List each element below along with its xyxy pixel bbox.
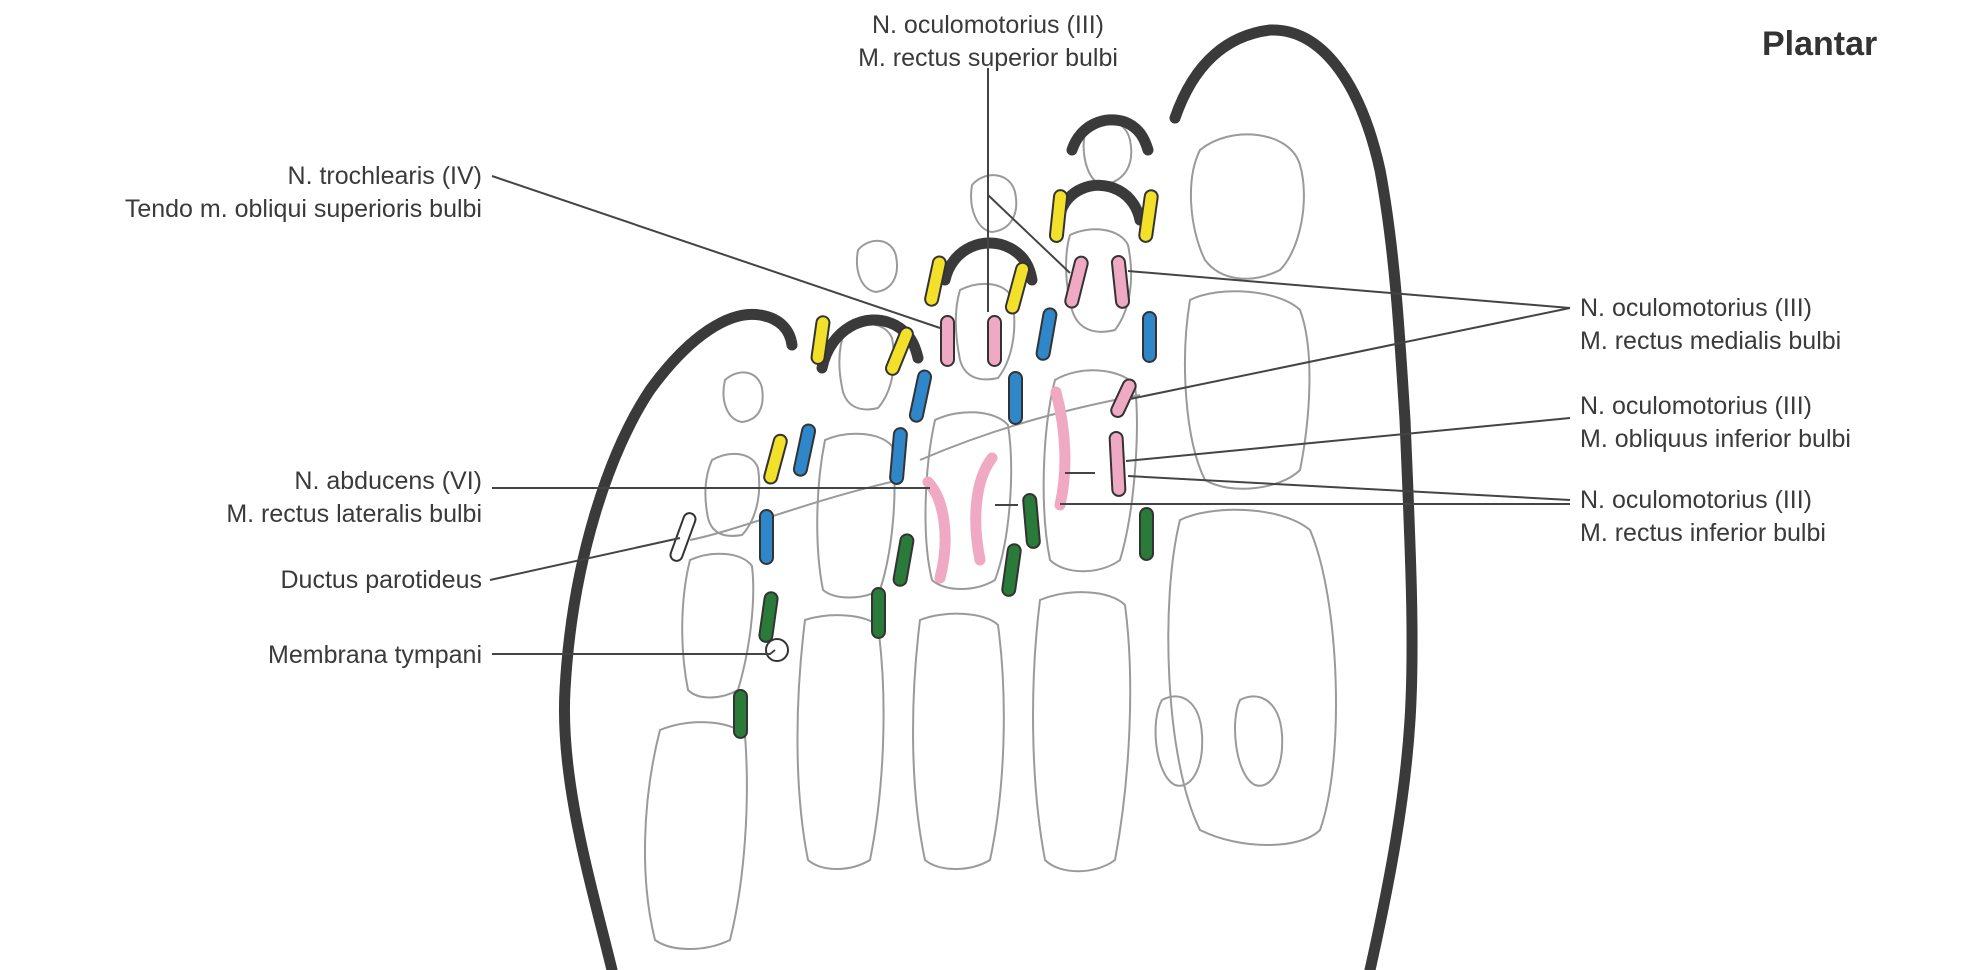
view-title: Plantar	[1762, 25, 1877, 63]
bone-toe5-metatarsal	[645, 722, 747, 949]
yellow-marks	[763, 189, 1159, 485]
toe3-nail	[1060, 185, 1140, 220]
leader-trochlearis	[492, 176, 940, 328]
blue-mark	[1036, 307, 1058, 360]
bone-big-toe-proximal	[1185, 291, 1309, 488]
blue-mark	[1009, 372, 1022, 424]
leader-membrana	[492, 650, 775, 654]
label-trochlearis-1: N. trochlearis (IV)	[288, 162, 482, 190]
label-oculomotorius-medialis-2: M. rectus medialis bulbi	[1580, 327, 1841, 355]
bone-toe5-proximal	[682, 554, 753, 698]
reflex-zone-marks	[669, 189, 1159, 738]
pink-mark	[988, 316, 1001, 366]
label-trochlearis-2: Tendo m. obliqui superioris bulbi	[125, 195, 482, 223]
bone-toe3-distal	[971, 175, 1016, 232]
label-oculomotorius-superior-2: M. rectus superior bulbi	[858, 44, 1118, 72]
bone-big-toe-metatarsal	[1168, 510, 1336, 845]
green-mark	[1140, 508, 1153, 560]
label-oculomotorius-obliquus-1: N. oculomotorius (III)	[1580, 392, 1812, 420]
label-oculomotorius-obliquus-2: M. obliquus inferior bulbi	[1580, 425, 1851, 453]
pink-mark	[1111, 255, 1129, 308]
label-abducens-1: N. abducens (VI)	[294, 467, 482, 495]
label-ductus: Ductus parotideus	[280, 566, 482, 594]
bone-sesamoid-1	[1156, 696, 1203, 785]
green-mark	[734, 690, 747, 738]
yellow-mark	[1138, 189, 1158, 242]
label-oculomotorius-inferior-1: N. oculomotorius (III)	[1580, 486, 1812, 514]
pink-mark-curved-fill	[976, 458, 992, 560]
blue-mark	[793, 423, 817, 477]
blue-mark	[760, 510, 773, 564]
pink-mark-curved-fill	[1056, 392, 1065, 505]
label-oculomotorius-medialis-1: N. oculomotorius (III)	[1580, 294, 1812, 322]
blue-mark	[890, 428, 908, 485]
pink-mark	[941, 316, 954, 366]
bone-toe4-metatarsal	[797, 615, 883, 869]
label-oculomotorius-inferior-2: M. rectus inferior bulbi	[1580, 519, 1826, 547]
yellow-mark	[1049, 190, 1067, 243]
pink-mark	[1109, 432, 1125, 497]
white-mark	[669, 511, 697, 562]
label-abducens-2: M. rectus lateralis bulbi	[226, 500, 482, 528]
bone-sesamoid-2	[1235, 696, 1282, 785]
blue-mark	[1143, 312, 1156, 362]
membrana-circle	[766, 639, 788, 661]
bone-toe5-distal	[724, 372, 763, 422]
green-mark	[1023, 493, 1041, 548]
blue-mark	[909, 369, 933, 423]
crease-2	[920, 395, 1140, 460]
green-mark	[759, 591, 779, 642]
leader-medialis-1	[1128, 271, 1570, 308]
bone-big-toe-distal	[1191, 134, 1304, 278]
bone-toe3-middle	[956, 284, 1014, 380]
label-oculomotorius-superior-1: N. oculomotorius (III)	[872, 11, 1104, 39]
green-mark	[893, 533, 915, 586]
pink-mark-curved-fill	[928, 482, 945, 578]
leader-medialis-2	[1130, 308, 1570, 399]
bone-toe4-proximal	[817, 434, 894, 598]
bone-toe2-metatarsal	[1033, 592, 1130, 871]
yellow-mark	[1004, 261, 1030, 315]
foot-big-toe-contour	[1175, 30, 1412, 970]
yellow-mark	[763, 433, 788, 485]
bone-toe4-distal	[857, 241, 897, 292]
label-membrana: Membrana tympani	[268, 641, 482, 669]
green-mark	[1001, 543, 1021, 596]
green-mark	[872, 588, 885, 638]
bone-toe3-metatarsal	[913, 614, 1004, 869]
leader-inferior-1	[1128, 476, 1570, 500]
